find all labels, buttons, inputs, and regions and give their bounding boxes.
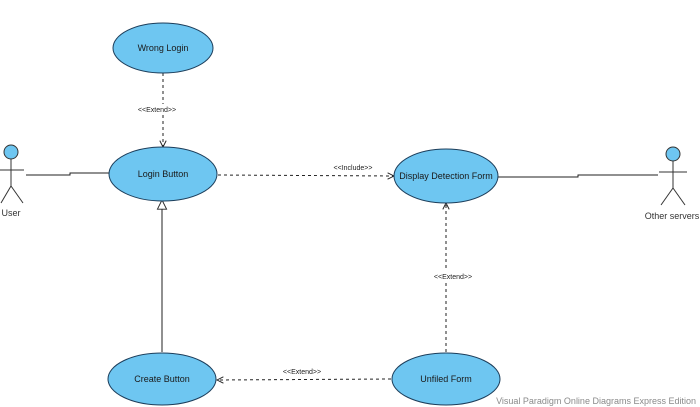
actor-user-leg-left xyxy=(0,185,12,204)
actor-other-servers-leg-left xyxy=(660,187,674,206)
use-case-unfilled-form-label: Unfiled Form xyxy=(420,374,472,384)
use-case-login-button[interactable]: Login Button xyxy=(108,146,218,202)
extend-unfilled-create-label: <<Extend>> xyxy=(283,369,321,376)
include-login-display-line[interactable] xyxy=(217,175,394,176)
use-case-display-detection-form-label: Display Detection Form xyxy=(399,171,493,181)
use-case-login-button-label: Login Button xyxy=(138,169,189,179)
actor-user-label: User xyxy=(1,208,20,218)
watermark-text: Visual Paradigm Online Diagrams Express … xyxy=(496,396,696,406)
extend-unfilled-display-label: <<Extend>> xyxy=(434,274,472,281)
actor-user-leg-right xyxy=(10,185,24,204)
actor-other-servers-head xyxy=(665,146,681,162)
use-case-wrong-login[interactable]: Wrong Login xyxy=(112,22,214,74)
association-user-login[interactable] xyxy=(26,172,110,176)
extend-unfilled-display-label-bg xyxy=(426,270,478,281)
extend-wrong-login-label: <<Extend>> xyxy=(138,107,176,114)
actor-other-servers[interactable]: Other servers xyxy=(645,146,700,221)
extend-unfilled-create-line[interactable] xyxy=(217,379,392,380)
association-display-otherservers[interactable] xyxy=(498,174,658,178)
use-case-unfilled-form[interactable]: Unfiled Form xyxy=(391,352,501,406)
use-case-display-detection-form[interactable]: Display Detection Form xyxy=(393,148,499,204)
extend-wrong-login-label-bg xyxy=(134,104,180,115)
actor-user-head xyxy=(3,144,19,160)
include-login-display-label: <<Include>> xyxy=(334,165,373,172)
use-case-create-button[interactable]: Create Button xyxy=(107,352,217,406)
actor-user[interactable]: User xyxy=(0,144,24,218)
actor-other-servers-leg-right xyxy=(672,187,686,206)
actor-other-servers-label: Other servers xyxy=(645,211,700,221)
use-case-wrong-login-label: Wrong Login xyxy=(138,43,189,53)
use-case-create-button-label: Create Button xyxy=(134,374,190,384)
